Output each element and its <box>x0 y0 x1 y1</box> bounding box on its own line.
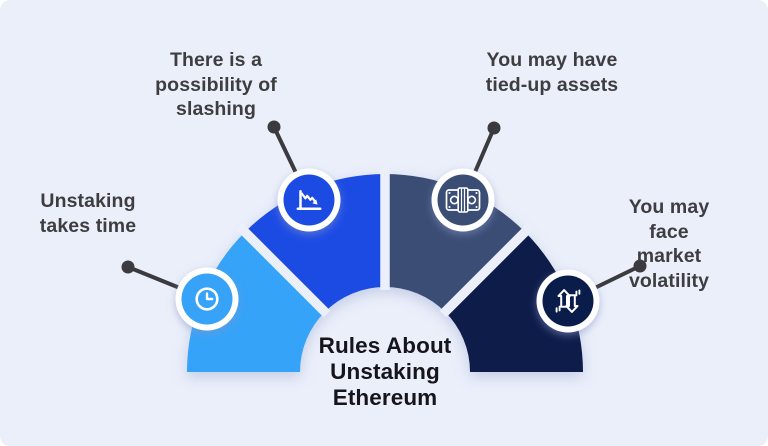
segment-gap <box>235 222 331 318</box>
label-market-volatility: You may face market volatility <box>628 196 710 292</box>
declining-chart-icon <box>296 189 322 210</box>
connector-dot <box>487 121 501 135</box>
arrows-up-down-icon <box>555 289 581 313</box>
banknote-icon <box>445 187 481 213</box>
connector-dot <box>267 120 281 134</box>
clock-icon <box>195 287 219 311</box>
segment-market-volatility <box>445 231 583 372</box>
arch-group <box>187 174 583 372</box>
badge-possibility-of-slashing <box>283 174 335 226</box>
diagram-title: Rules About Unstaking Ethereum <box>318 333 452 410</box>
connector-dot <box>633 259 647 273</box>
segment-gap <box>439 222 535 318</box>
label-unstaking-takes-time: Unstaking takes time <box>39 190 137 237</box>
label-tied-up-assets: You may have tied-up assets <box>485 49 619 96</box>
segment-unstaking-takes-time <box>187 231 325 372</box>
connector-dot <box>121 260 135 274</box>
label-possibility-of-slashing: There is a possibility of slashing <box>155 49 277 120</box>
